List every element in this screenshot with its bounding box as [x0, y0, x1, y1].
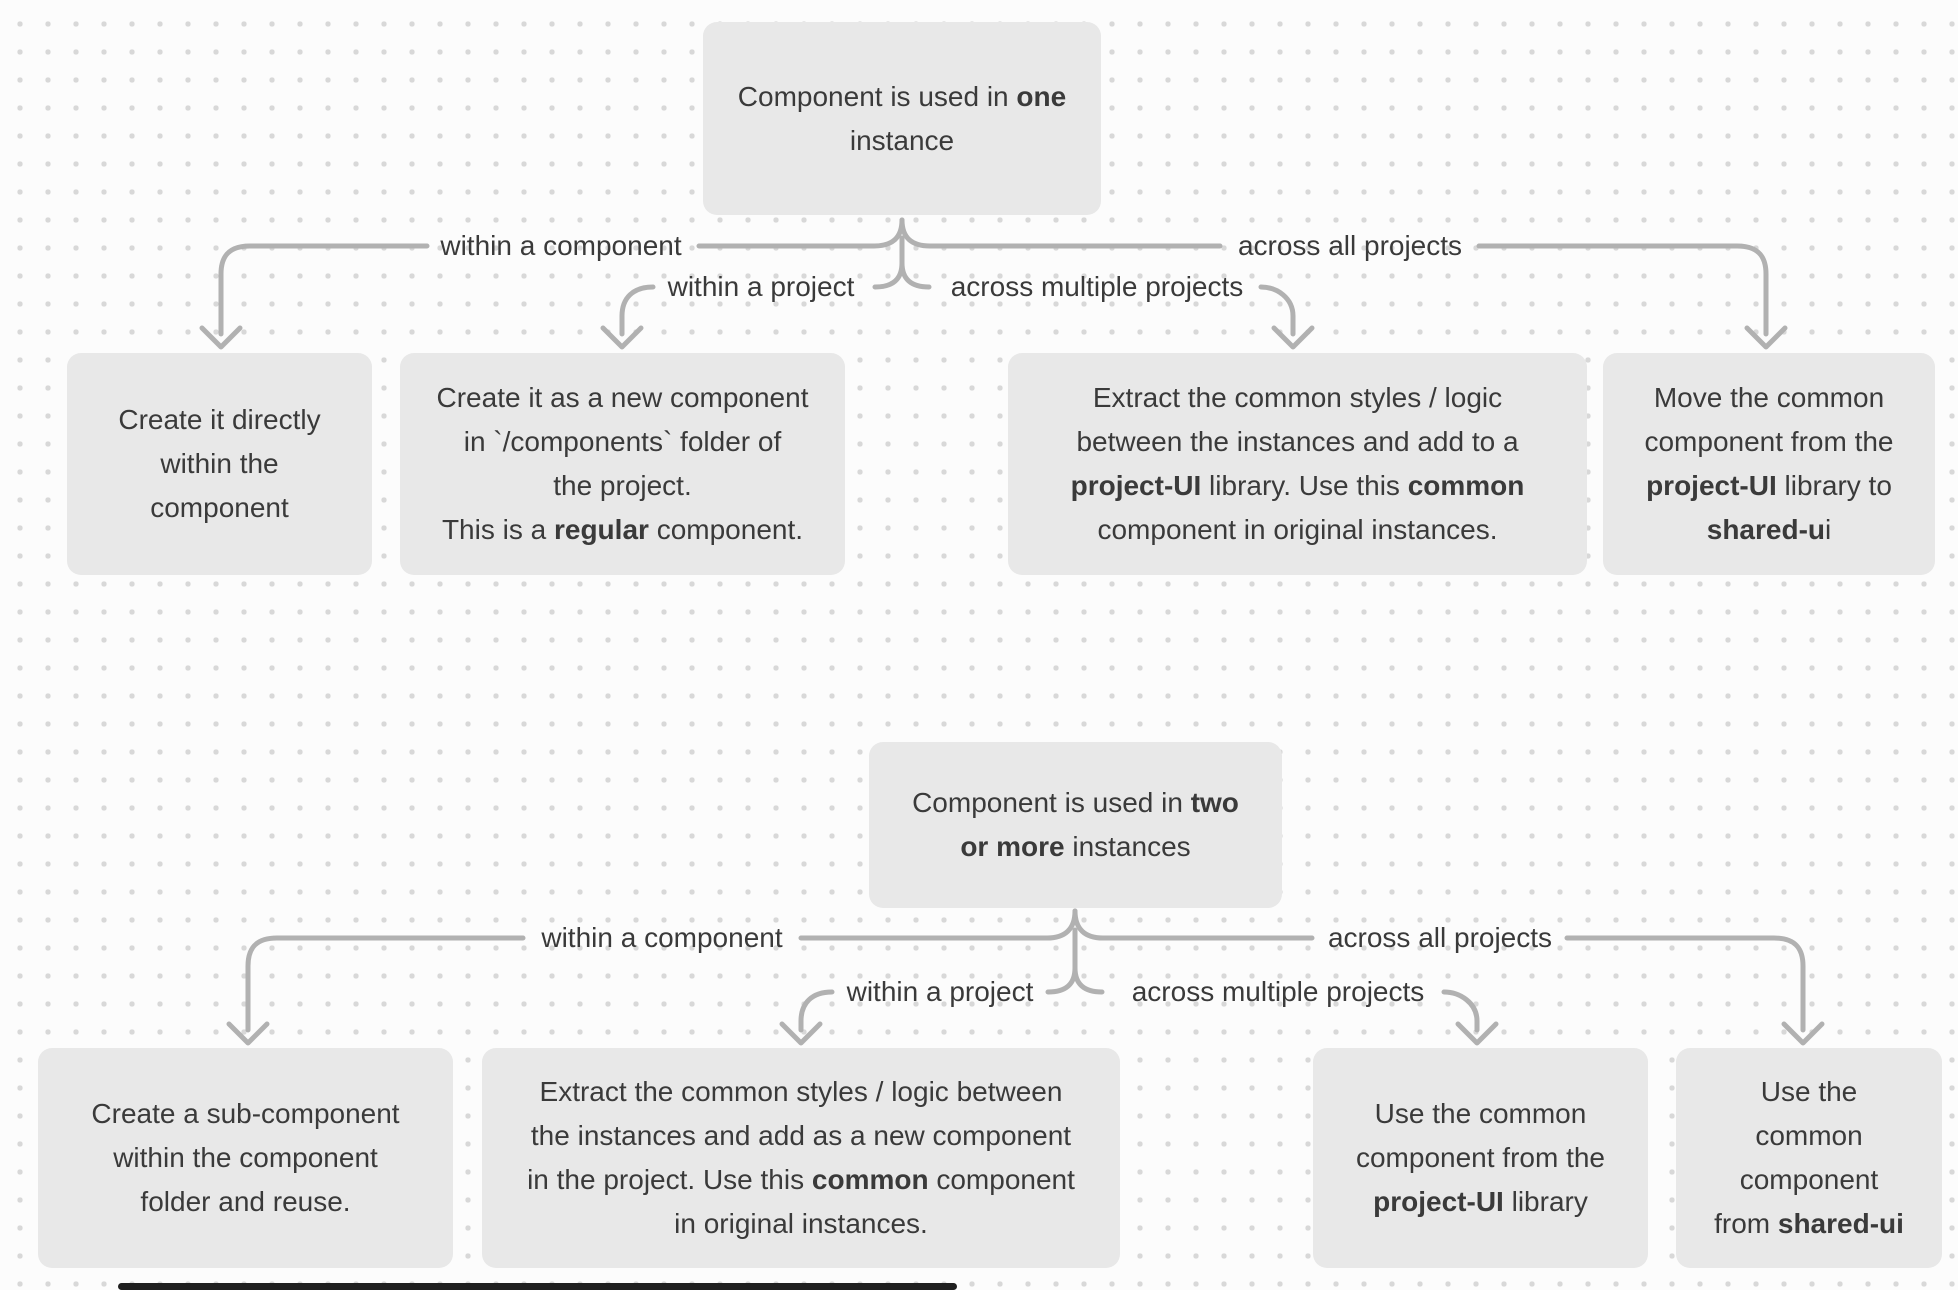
outcome-box-move-to-shared-ui: Move the common component from the proje…: [1603, 353, 1935, 575]
outcome-box-move-to-shared-ui-text: Move the common component from the proje…: [1644, 382, 1894, 545]
branch-label-within-a-component-2: within a component: [541, 922, 783, 953]
branch-label-within-a-project-2: within a project: [846, 976, 1034, 1007]
outcome-box-create-directly: Create it directly within the component: [67, 353, 372, 575]
outcome-box-create-directly-text: Create it directly within the component: [118, 404, 321, 523]
outcome-box-sub-component-text: Create a sub-component within the compon…: [91, 1098, 400, 1217]
root-box-one-instance-text: Component is used in one instance: [737, 80, 1067, 156]
outcome-box-use-project-ui: Use the common component from the projec…: [1313, 1048, 1648, 1268]
tree-one-connectors: [199, 217, 1788, 350]
branch-label-within-a-project-1: within a project: [667, 271, 855, 302]
branch-label-within-a-component-1: within a component: [440, 230, 682, 261]
branch-label-across-all-projects-1: across all projects: [1237, 230, 1463, 261]
tree-two-connectors: [226, 908, 1825, 1046]
outcome-box-use-project-ui-text: Use the common component from the projec…: [1355, 1098, 1606, 1217]
outcome-box-sub-component: Create a sub-component within the compon…: [38, 1048, 453, 1268]
horizontal-scrollbar-thumb[interactable]: [118, 1283, 957, 1290]
branch-label-across-multiple-projects-2: across multiple projects: [1131, 976, 1425, 1007]
outcome-box-use-shared-ui-text: Use the common component from shared-ui: [1714, 1076, 1904, 1239]
outcome-box-regular-component: Create it as a new component in `/compon…: [400, 353, 845, 575]
branch-label-across-multiple-projects-1: across multiple projects: [950, 271, 1244, 302]
root-box-two-or-more-instances: Component is used in two or more instanc…: [869, 742, 1282, 908]
root-box-one-instance: Component is used in one instance: [703, 22, 1101, 215]
outcome-box-extract-to-project-ui: Extract the common styles / logic betwee…: [1008, 353, 1587, 575]
outcome-box-extract-new-component-text: Extract the common styles / logic betwee…: [527, 1076, 1075, 1239]
root-box-two-or-more-instances-text: Component is used in two or more instanc…: [912, 787, 1239, 862]
outcome-box-extract-to-project-ui-text: Extract the common styles / logic betwee…: [1070, 382, 1525, 545]
branch-label-across-all-projects-2: across all projects: [1327, 922, 1553, 953]
outcome-box-regular-component-text: Create it as a new component in `/compon…: [436, 382, 809, 545]
outcome-box-use-shared-ui: Use the common component from shared-ui: [1676, 1048, 1942, 1268]
outcome-box-extract-new-component: Extract the common styles / logic betwee…: [482, 1048, 1120, 1268]
